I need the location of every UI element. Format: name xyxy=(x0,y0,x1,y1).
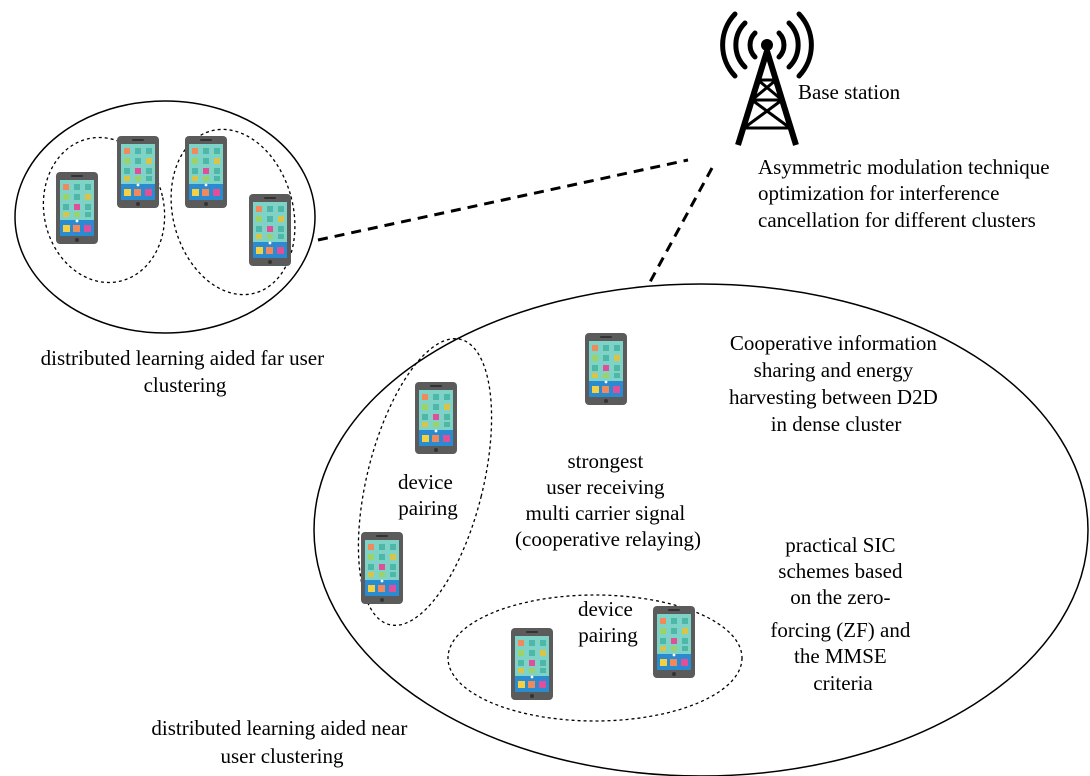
base-station-label: Base station xyxy=(798,80,901,104)
far-subcluster-left xyxy=(42,136,166,284)
near-cluster-link xyxy=(648,167,714,283)
smartphone-icon xyxy=(185,136,227,208)
smartphone-icon xyxy=(249,194,291,266)
device-pairing-cluster-left xyxy=(357,338,493,626)
antenna-tower-icon xyxy=(720,11,814,146)
device-pairing-cluster-bottom xyxy=(447,594,743,722)
asymmetric-modulation-label: Asymmetric modulation technique optimiza… xyxy=(758,155,1055,232)
strongest-user-label: strongest user receiving multi carrier s… xyxy=(515,449,701,551)
smartphone-icon xyxy=(653,606,695,678)
far-user-clustering-label: distributed learning aided far user clus… xyxy=(41,346,330,397)
device-pairing-label-left: device pairing xyxy=(398,470,458,520)
smartphone-icon xyxy=(117,136,159,208)
smartphone-icon xyxy=(415,382,457,454)
smartphone-icon xyxy=(511,628,553,700)
smartphone-icon xyxy=(585,333,627,405)
near-user-clustering-label: distributed learning aided near user clu… xyxy=(151,716,412,768)
smartphone-icon xyxy=(361,532,403,604)
far-subcluster-right xyxy=(170,128,296,296)
far-cluster-link xyxy=(317,158,689,242)
device-pairing-label-bottom: device pairing xyxy=(578,597,638,647)
cooperative-sharing-label: Cooperative information sharing and ener… xyxy=(729,331,943,436)
far-user-cluster xyxy=(14,100,316,334)
near-user-cluster xyxy=(313,283,1089,776)
smartphone-icon xyxy=(56,172,98,244)
practical-sic-label: practical SIC schemes based on the zero-… xyxy=(770,533,915,695)
